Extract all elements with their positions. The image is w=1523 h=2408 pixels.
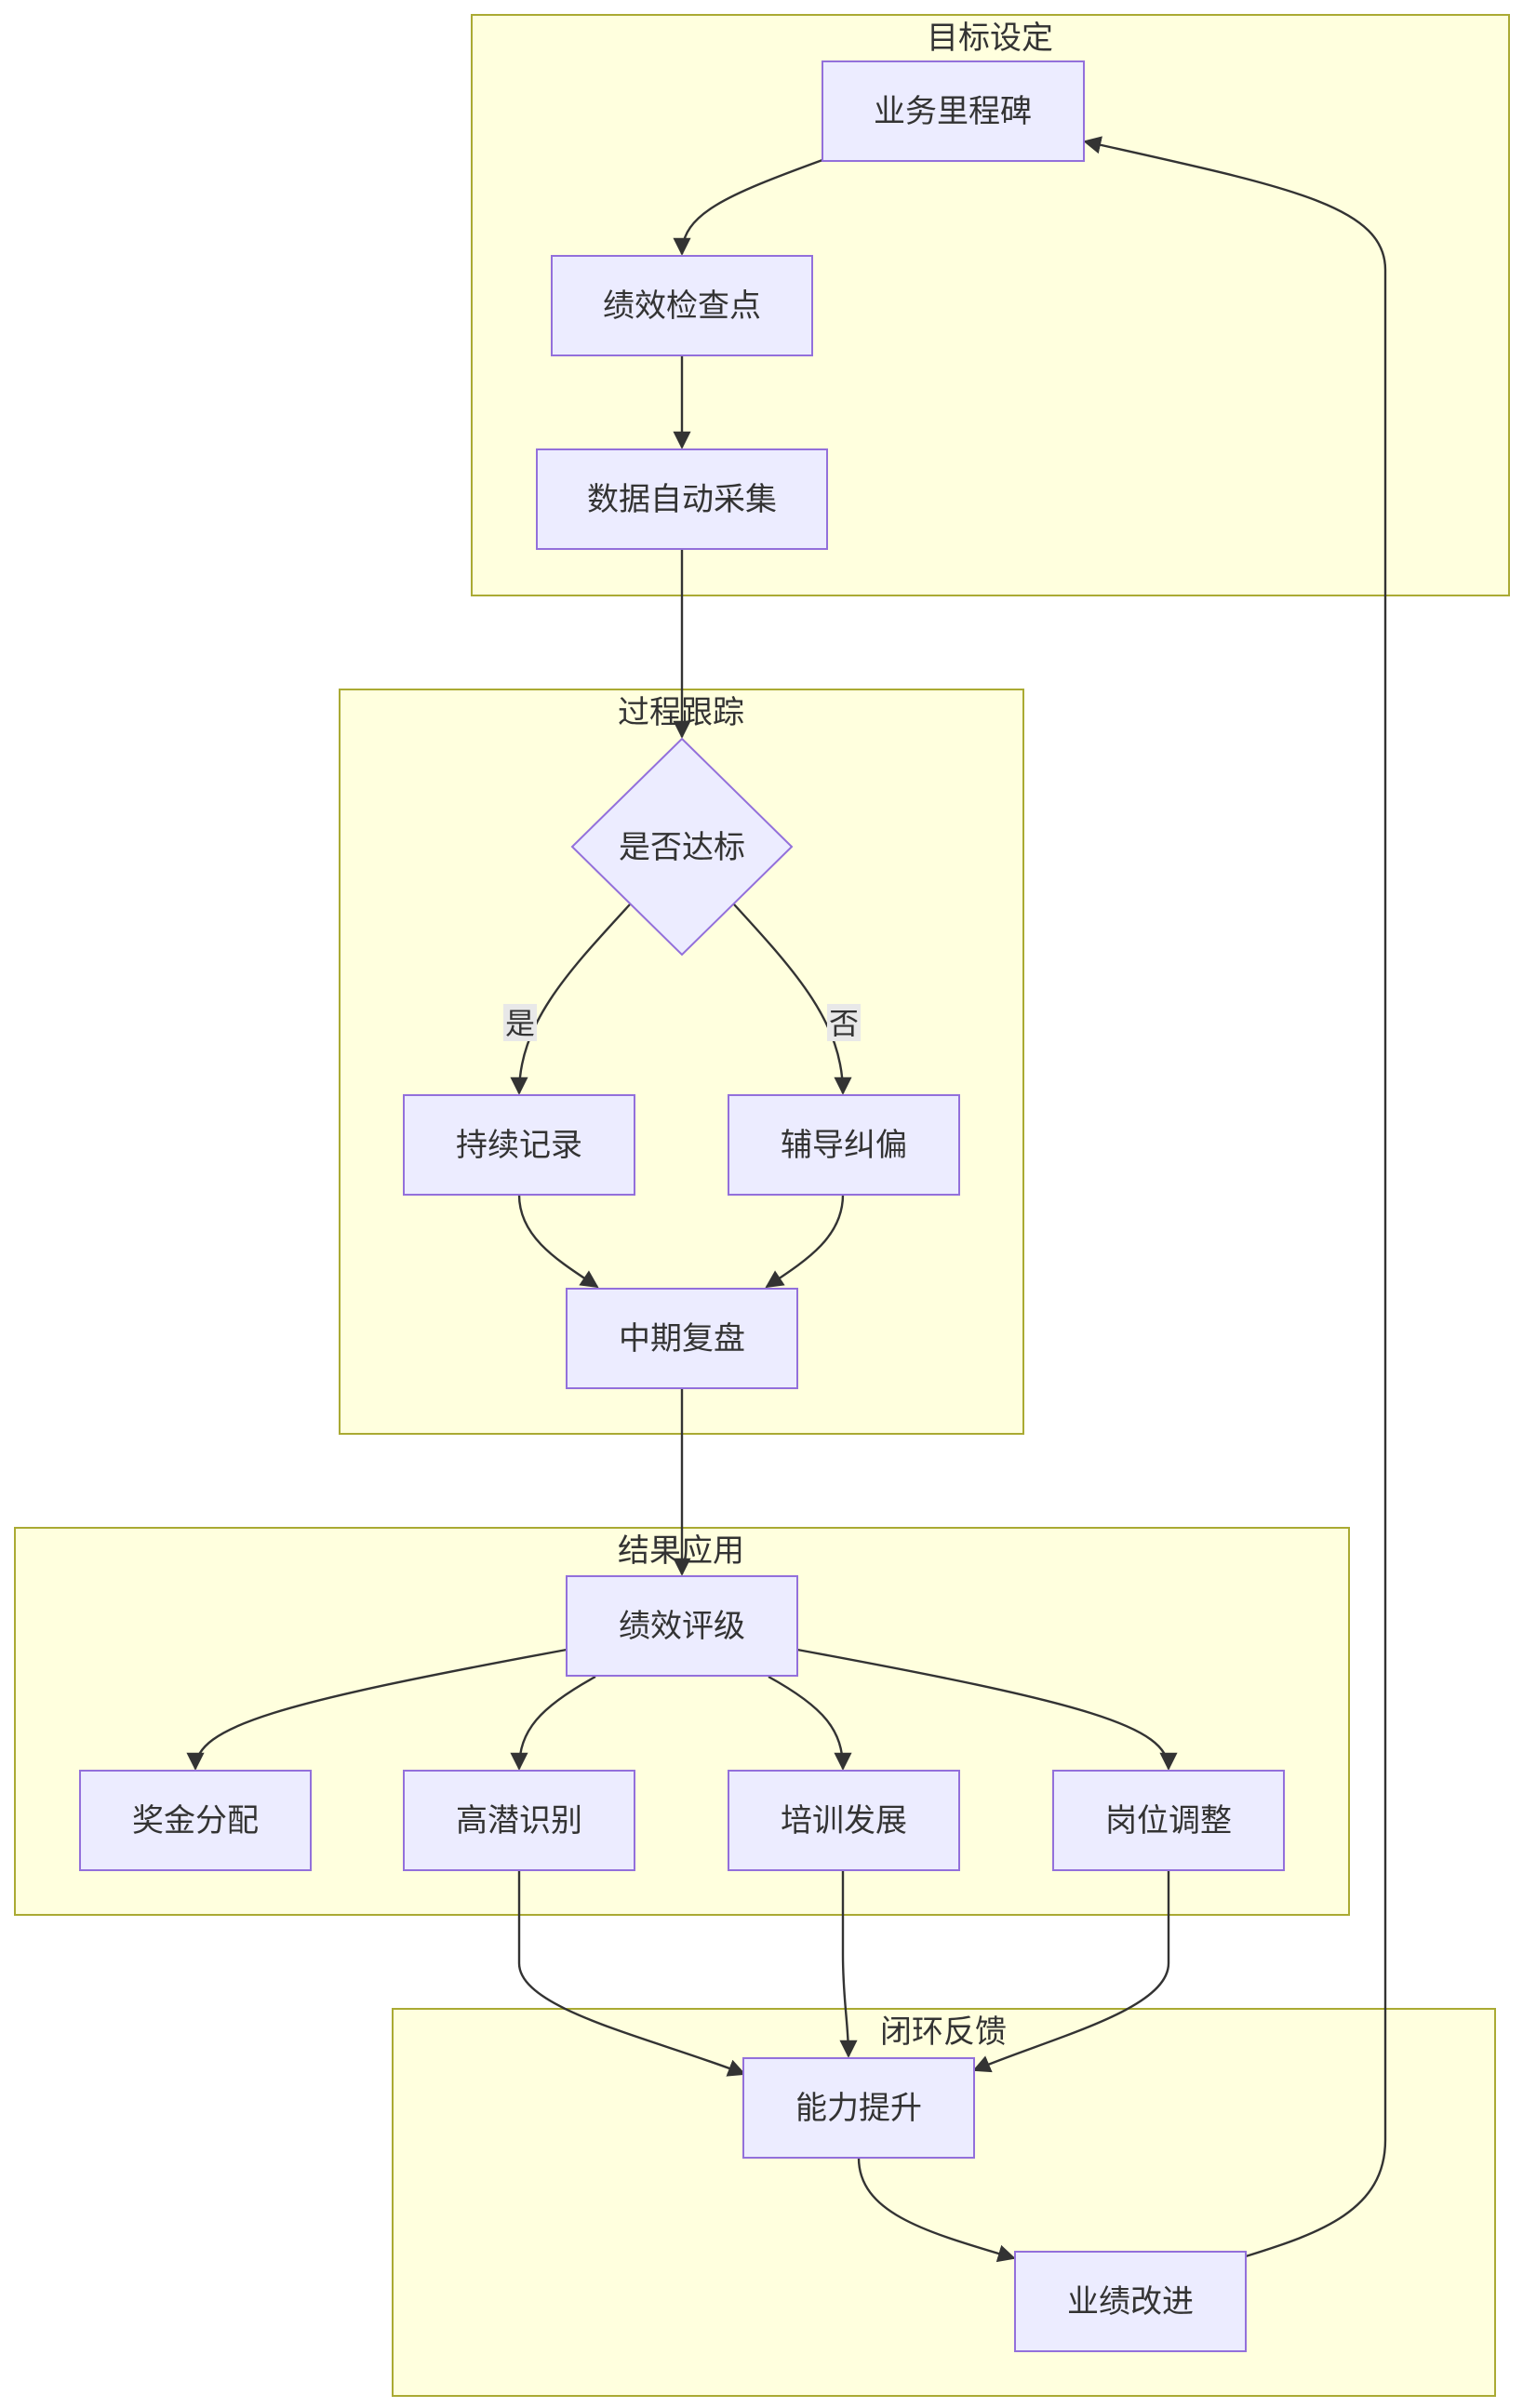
edge-jobadjust-capability — [972, 1871, 1170, 2073]
node-jobadjust[interactable]: 岗位调整 — [1052, 1770, 1285, 1871]
svg-text:能力提升: 能力提升 — [795, 2090, 922, 2127]
svg-text:是: 是 — [505, 1006, 535, 1041]
node-checkpoint[interactable]: 绩效检查点 — [551, 255, 813, 356]
node-record[interactable]: 持续记录 — [403, 1094, 635, 1196]
svg-text:中期复盘: 中期复盘 — [619, 1320, 745, 1358]
edge-label-yes: 是 — [503, 1004, 537, 1041]
edge-hipo-capability — [517, 1871, 746, 2077]
node-capability[interactable]: 能力提升 — [742, 2057, 975, 2159]
svg-text:数据自动采集: 数据自动采集 — [587, 481, 777, 518]
svg-text:否: 否 — [829, 1006, 859, 1041]
svg-text:绩效评级: 绩效评级 — [619, 1608, 745, 1645]
svg-text:奖金分配: 奖金分配 — [132, 1802, 259, 1839]
edge-rating-hipo — [510, 1675, 596, 1771]
node-autocollect[interactable]: 数据自动采集 — [536, 448, 828, 550]
cluster-title-goal: 目标设定 — [927, 20, 1053, 57]
svg-text:是否达标: 是否达标 — [619, 829, 745, 866]
edge-record-midreview — [517, 1194, 599, 1289]
edge-rating-jobadjust — [796, 1648, 1178, 1771]
edge-decision-coach — [733, 903, 852, 1095]
node-coach[interactable]: 辅导纠偏 — [728, 1094, 960, 1196]
svg-text:持续记录: 持续记录 — [456, 1127, 582, 1164]
svg-text:培训发展: 培训发展 — [781, 1802, 907, 1839]
edge-training-capability — [839, 1871, 858, 2058]
edge-decision-record — [510, 903, 631, 1095]
node-improve[interactable]: 业绩改进 — [1014, 2251, 1247, 2352]
svg-text:高潜识别: 高潜识别 — [456, 1802, 582, 1839]
svg-text:业绩改进: 业绩改进 — [1067, 2283, 1194, 2321]
edge-rating-training — [768, 1675, 852, 1771]
svg-text:业务里程碑: 业务里程碑 — [874, 93, 1032, 130]
node-milestone[interactable]: 业务里程碑 — [822, 60, 1085, 162]
svg-text:辅导纠偏: 辅导纠偏 — [781, 1127, 907, 1164]
edge-coach-midreview — [765, 1194, 845, 1289]
node-rating[interactable]: 绩效评级 — [566, 1575, 798, 1677]
node-training[interactable]: 培训发展 — [728, 1770, 960, 1871]
edge-capability-improve — [857, 2157, 1016, 2263]
edge-improve-milestone — [1083, 136, 1387, 2258]
edge-label-no: 否 — [827, 1004, 861, 1041]
node-decision[interactable]: 是否达标 — [570, 737, 794, 957]
cluster-title-loop: 闭环反馈 — [880, 2013, 1007, 2051]
edge-milestone-checkpoint — [673, 158, 823, 256]
svg-text:岗位调整: 岗位调整 — [1105, 1802, 1232, 1839]
edges — [186, 136, 1387, 2263]
node-bonus[interactable]: 奖金分配 — [79, 1770, 312, 1871]
edge-rating-bonus — [186, 1648, 568, 1771]
node-hipo[interactable]: 高潜识别 — [403, 1770, 635, 1871]
node-midreview[interactable]: 中期复盘 — [566, 1288, 798, 1389]
svg-text:绩效检查点: 绩效检查点 — [603, 288, 761, 325]
